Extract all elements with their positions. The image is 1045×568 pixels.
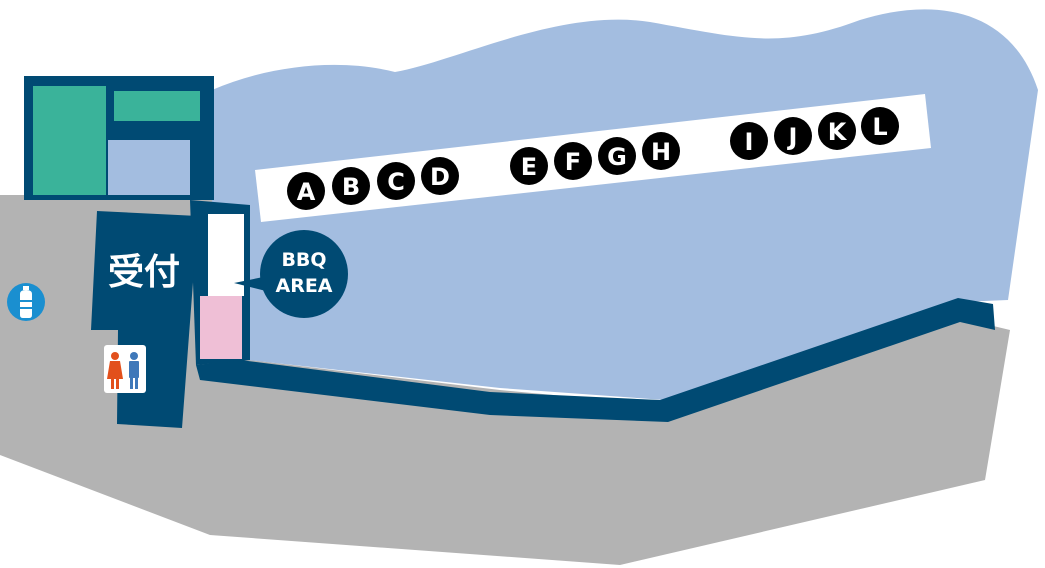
seat-I[interactable]: I — [730, 122, 768, 160]
seat-F-label: F — [565, 148, 581, 176]
seat-E[interactable]: E — [510, 147, 548, 185]
building-room-2 — [114, 91, 200, 121]
seat-L[interactable]: L — [861, 107, 899, 145]
seat-K-label: K — [828, 118, 848, 146]
seat-J[interactable]: J — [774, 117, 812, 155]
seat-E-label: E — [521, 153, 537, 181]
bbq-label-line1: BBQ — [281, 249, 326, 271]
seat-K[interactable]: K — [818, 112, 856, 150]
seat-D[interactable]: D — [421, 157, 459, 195]
seat-C-label: C — [387, 168, 405, 196]
seat-group-row-1: A B C D — [287, 157, 459, 210]
seat-H-label: H — [651, 138, 671, 166]
seat-J-label: J — [787, 123, 798, 151]
land-area — [0, 195, 1010, 565]
seat-I-label: I — [745, 128, 754, 156]
seat-group-row-2: E F G H — [510, 132, 680, 185]
bbq-zone — [200, 296, 242, 359]
seat-group-row-3: I J K L — [730, 107, 899, 160]
reception-label: 受付 — [108, 252, 180, 293]
bbq-label-line2: AREA — [275, 275, 332, 297]
seat-C[interactable]: C — [377, 162, 415, 200]
seat-D-label: D — [430, 163, 450, 191]
seat-G-label: G — [607, 143, 627, 171]
seat-H[interactable]: H — [642, 132, 680, 170]
building-inner-space — [108, 140, 190, 195]
seat-A-label: A — [297, 178, 316, 206]
seat-B-label: B — [342, 173, 360, 201]
seat-G[interactable]: G — [598, 137, 636, 175]
building-room-3 — [79, 152, 99, 195]
bbq-area-callout[interactable]: BBQ AREA — [234, 230, 348, 318]
water-bottle-icon[interactable] — [7, 283, 45, 321]
seat-B[interactable]: B — [332, 167, 370, 205]
seat-F[interactable]: F — [554, 142, 592, 180]
seat-A[interactable]: A — [287, 172, 325, 210]
seat-band — [255, 94, 931, 222]
seat-L-label: L — [872, 113, 887, 141]
shoreline-wall — [196, 298, 995, 422]
restroom-icon[interactable] — [104, 345, 146, 393]
